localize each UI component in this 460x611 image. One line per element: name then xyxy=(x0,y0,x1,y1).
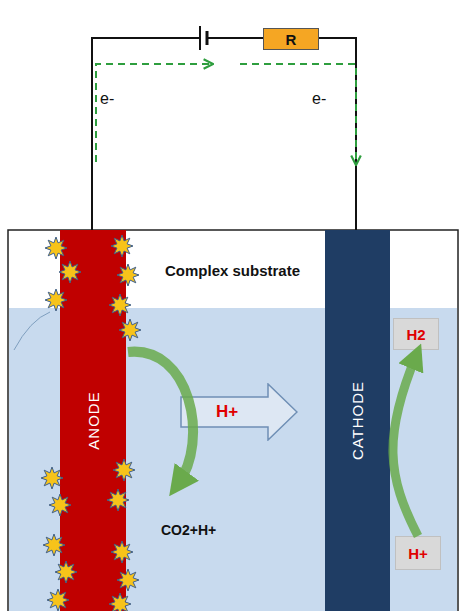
product-label: CO2+H+ xyxy=(161,522,216,538)
bacterium xyxy=(47,589,69,611)
bacterium xyxy=(45,289,67,311)
bacterium xyxy=(107,489,129,511)
text-box: R xyxy=(263,28,319,50)
electron-flow-arrow xyxy=(96,64,212,162)
node-text: R xyxy=(286,31,297,48)
bacterium xyxy=(117,264,139,286)
node-text: CATHODE xyxy=(349,381,366,460)
bacterium xyxy=(59,261,81,283)
bacterium xyxy=(111,235,133,257)
bacterium xyxy=(109,593,131,611)
oxidation-arrow xyxy=(128,352,193,484)
electron-flow-arrow xyxy=(240,64,356,164)
bacterium xyxy=(113,459,135,481)
reactor-vessel xyxy=(8,230,458,611)
text-box: H2 xyxy=(393,318,439,350)
bacterium xyxy=(41,467,63,489)
battery-symbol xyxy=(199,26,201,50)
bacterium xyxy=(117,569,139,591)
external-wire xyxy=(92,38,356,230)
bacterium xyxy=(119,319,141,341)
substrate-label: Complex substrate xyxy=(165,262,300,279)
bacterium xyxy=(43,534,65,556)
vessel-curve xyxy=(14,312,50,350)
electron-label: e- xyxy=(312,90,326,108)
electrode: CATHODE xyxy=(325,230,390,611)
electron-label: e- xyxy=(100,90,114,108)
node-text: H2 xyxy=(406,326,425,343)
bacterium xyxy=(55,561,77,583)
bacterium xyxy=(45,237,67,259)
battery-symbol xyxy=(206,31,209,45)
bacterium xyxy=(109,294,131,316)
text-box: H+ xyxy=(395,536,441,570)
node-text: ANODE xyxy=(85,391,102,449)
flow-connector xyxy=(393,356,418,536)
bacterium xyxy=(49,494,71,516)
bacterium xyxy=(111,541,133,563)
node-text: H+ xyxy=(216,402,238,422)
node-text: H+ xyxy=(408,545,428,562)
